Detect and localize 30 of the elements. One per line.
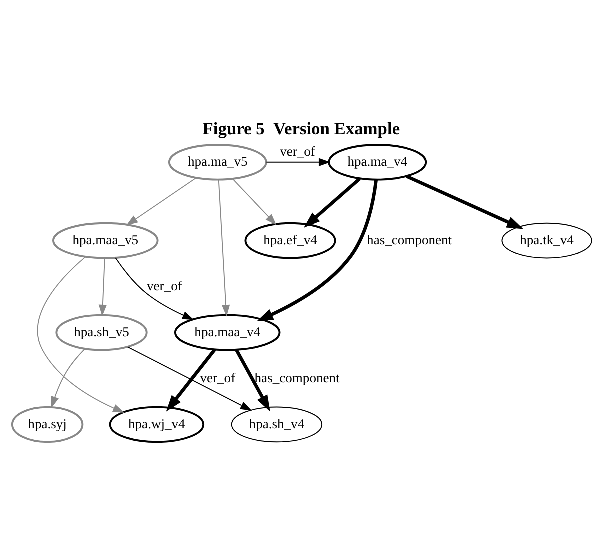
node-ellipse: hpa.tk_v4 <box>502 222 592 259</box>
node-ellipse: hpa.maa_v4 <box>174 314 281 352</box>
arrow <box>218 179 230 317</box>
node-ellipse: hpa.ma_v5 <box>168 144 268 181</box>
node-ellipse: hpa.syj <box>11 406 84 444</box>
arrow <box>266 158 331 166</box>
edge-label: ver_of <box>200 370 236 386</box>
node-ellipse: hpa.ma_v4 <box>328 144 428 181</box>
arrow <box>128 346 252 411</box>
arrow <box>235 349 270 412</box>
node-ellipse: hpa.ef_v4 <box>244 222 336 260</box>
edge-label: has_component <box>367 232 452 248</box>
edge-label: ver_of <box>280 144 316 159</box>
arrow <box>166 348 216 412</box>
arrow <box>126 178 197 226</box>
arrow <box>115 258 194 320</box>
edge-label: ver_of <box>147 278 182 294</box>
node-ellipse: hpa.sh_v4 <box>231 406 323 443</box>
arrow <box>406 174 524 230</box>
arrow <box>98 258 107 317</box>
arrow <box>256 180 378 322</box>
arrow <box>51 348 86 408</box>
arrow <box>37 256 125 414</box>
diagram-title: Figure 5 Version Example <box>202 118 400 139</box>
arrow <box>304 178 362 228</box>
node-ellipse: hpa.maa_v5 <box>52 222 159 260</box>
edge-label: has_component <box>254 370 340 386</box>
node-ellipse: hpa.sh_v5 <box>56 314 148 352</box>
node-ellipse: hpa.wj_v4 <box>109 406 205 444</box>
arrow <box>232 178 277 226</box>
